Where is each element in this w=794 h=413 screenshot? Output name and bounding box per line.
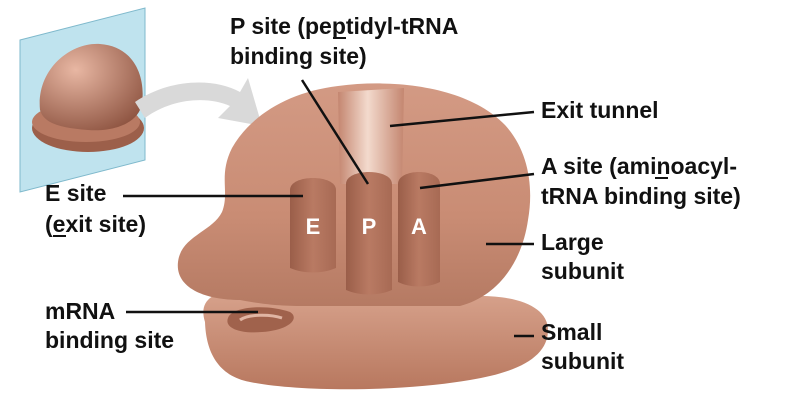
mrna-label-line1: mRNA bbox=[45, 298, 115, 324]
a-site-letter: A bbox=[411, 214, 427, 239]
small-subunit-label-line2: subunit bbox=[541, 348, 624, 374]
p-site-slot: P bbox=[346, 172, 392, 295]
exit-tunnel-label: Exit tunnel bbox=[541, 97, 659, 123]
p-site-letter: P bbox=[362, 214, 377, 239]
e-site-letter: E bbox=[306, 214, 321, 239]
large-subunit-label-line2: subunit bbox=[541, 258, 624, 284]
small-subunit-label-line1: Small bbox=[541, 319, 602, 345]
e-site-slot: E bbox=[290, 178, 336, 273]
mrna-label-line2: binding site bbox=[45, 327, 174, 353]
exit-tunnel bbox=[338, 88, 404, 184]
e-site-label-line2: (exit site) bbox=[45, 211, 146, 237]
thumbnail-ribosome bbox=[20, 8, 145, 192]
large-subunit-label-line1: Large bbox=[541, 229, 604, 255]
p-site-label-line1: P site (peptidyl-tRNA bbox=[230, 13, 458, 39]
a-site-label-line2: tRNA binding site) bbox=[541, 183, 741, 209]
zoom-arrow bbox=[135, 78, 262, 126]
a-site-slot: A bbox=[398, 172, 440, 287]
e-site-label-line1: E site bbox=[45, 180, 106, 206]
a-site-label-line1: A site (aminoacyl- bbox=[541, 153, 737, 179]
small-subunit bbox=[203, 292, 548, 390]
p-site-label-line2: binding site) bbox=[230, 43, 367, 69]
